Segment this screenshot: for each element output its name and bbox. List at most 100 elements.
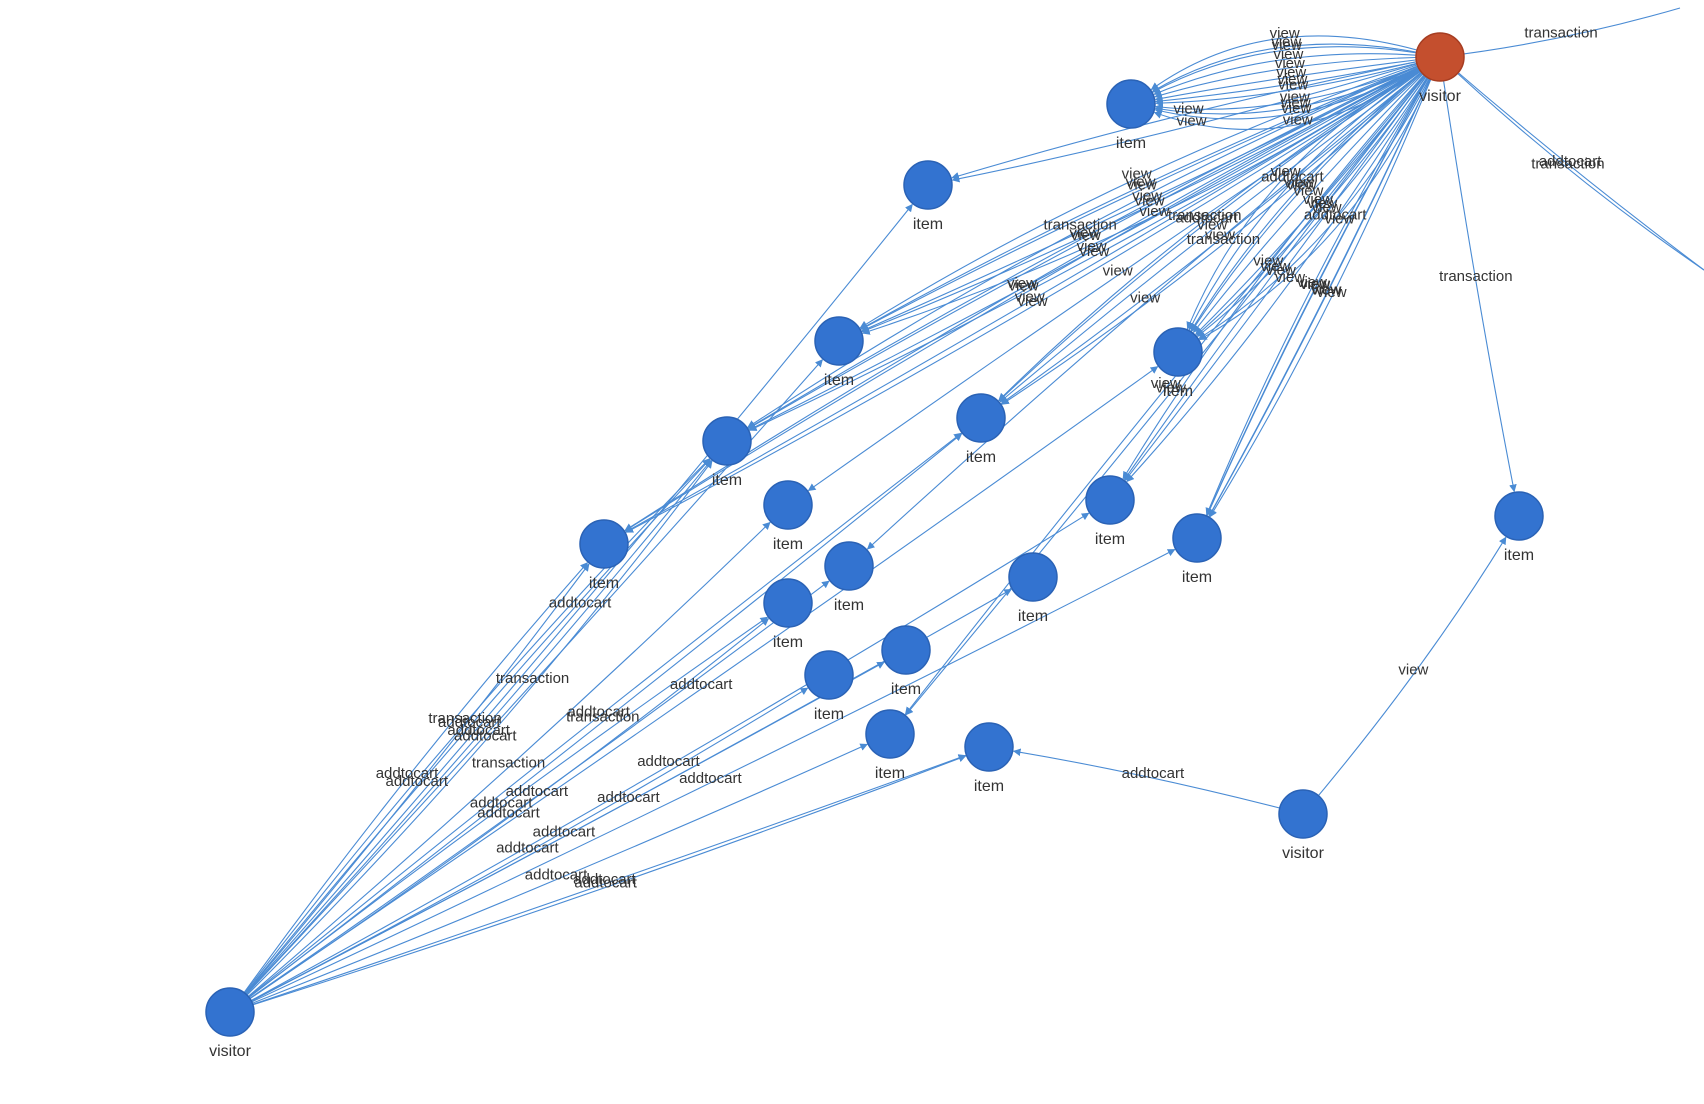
edge-view[interactable] (1124, 56, 1441, 481)
edge-addtocart[interactable] (229, 754, 967, 1013)
edge-view[interactable] (1205, 56, 1441, 516)
edge-addtocart[interactable] (229, 432, 962, 1013)
edge-view[interactable] (1206, 56, 1441, 516)
item-circle[interactable] (903, 160, 953, 210)
edge-view[interactable] (747, 56, 1441, 429)
edge-view[interactable] (905, 56, 1441, 716)
edge-view[interactable] (1150, 35, 1441, 90)
item-node[interactable]: item (1172, 513, 1222, 586)
edge-view[interactable] (1186, 56, 1441, 330)
edge-view[interactable] (625, 56, 1441, 533)
edge-addtocart[interactable] (229, 687, 809, 1013)
item-circle[interactable] (763, 480, 813, 530)
item-circle[interactable] (824, 541, 874, 591)
item-node[interactable]: item (881, 625, 931, 698)
edge-transaction[interactable] (1439, 7, 1681, 58)
edge-addtocart[interactable] (229, 459, 712, 1013)
item-circle[interactable] (956, 393, 1006, 443)
edge-view[interactable] (1302, 536, 1507, 815)
item-circle[interactable] (804, 650, 854, 700)
edge-view[interactable] (625, 56, 1441, 533)
item-circle[interactable] (1008, 552, 1058, 602)
edge-transaction[interactable] (747, 56, 1441, 428)
edge-view[interactable] (1152, 46, 1441, 93)
item-node[interactable]: item (702, 416, 752, 489)
item-node[interactable]: item (1008, 552, 1058, 625)
visitor-node[interactable]: visitor (205, 987, 255, 1060)
item-circle[interactable] (1153, 327, 1203, 377)
edge-view[interactable] (1154, 56, 1441, 99)
item-circle[interactable] (964, 722, 1014, 772)
edge-addtocart[interactable] (229, 548, 1176, 1013)
item-node[interactable]: item (956, 393, 1006, 466)
item-node[interactable]: item (1085, 475, 1135, 548)
item-node[interactable]: item (763, 578, 813, 651)
item-node[interactable]: item (964, 722, 1014, 795)
edge-view[interactable] (860, 56, 1441, 330)
edge-view[interactable] (747, 56, 1441, 429)
item-node[interactable]: item (824, 541, 874, 614)
edge-transaction[interactable] (229, 433, 963, 1013)
item-node[interactable]: item (865, 709, 915, 782)
edge-addtocart[interactable] (229, 754, 967, 1013)
edge-addtocart[interactable] (1188, 56, 1441, 331)
visitor-circle[interactable] (205, 987, 255, 1037)
edge-view[interactable] (1154, 56, 1441, 102)
item-circle[interactable] (763, 578, 813, 628)
item-circle[interactable] (865, 709, 915, 759)
item-circle[interactable] (579, 519, 629, 569)
visitor-circle[interactable] (1415, 32, 1465, 82)
item-circle[interactable] (1494, 491, 1544, 541)
edge-addtocart[interactable] (229, 562, 588, 1013)
edge-view[interactable] (1196, 56, 1441, 337)
edge-view[interactable] (1192, 56, 1441, 333)
item-node[interactable]: item (903, 160, 953, 233)
edge-transaction[interactable] (1001, 56, 1441, 405)
visitor-node[interactable]: visitor (1278, 789, 1328, 862)
item-node[interactable]: item (814, 316, 864, 389)
edge-transaction[interactable] (229, 458, 710, 1013)
item-node[interactable]: item (763, 480, 813, 553)
edge-view[interactable] (1122, 56, 1441, 480)
item-node[interactable]: item (1106, 79, 1156, 152)
edge-view[interactable] (1191, 56, 1441, 332)
edge-view[interactable] (1126, 56, 1441, 483)
edge-view[interactable] (904, 56, 1441, 715)
edge-view[interactable] (1151, 43, 1441, 92)
edge-addtocart[interactable] (1012, 748, 1304, 815)
edge-view[interactable] (859, 56, 1441, 329)
edge-transaction[interactable] (229, 521, 771, 1013)
item-circle[interactable] (1106, 79, 1156, 129)
edge-addtocart[interactable] (229, 563, 590, 1013)
item-circle[interactable] (1085, 475, 1135, 525)
item-node[interactable]: item (1494, 491, 1544, 564)
edge-view[interactable] (1153, 53, 1441, 96)
edge-addtocart[interactable] (229, 460, 713, 1013)
item-circle[interactable] (814, 316, 864, 366)
edge-addtocart[interactable] (229, 366, 1159, 1013)
edge-view[interactable] (1208, 56, 1441, 517)
edge-view[interactable] (951, 56, 1441, 180)
visitor-circle[interactable] (1278, 789, 1328, 839)
edge-view[interactable] (1155, 56, 1441, 107)
edge-view[interactable] (860, 56, 1441, 330)
edge-transaction[interactable] (1439, 56, 1704, 271)
item-node[interactable]: item (1153, 327, 1203, 400)
edge-addtocart[interactable] (229, 580, 830, 1013)
item-circle[interactable] (881, 625, 931, 675)
edge-transaction[interactable] (1439, 56, 1517, 493)
edge-view[interactable] (866, 56, 1441, 550)
edge-addtocart[interactable] (1439, 56, 1704, 271)
edge-addtocart[interactable] (229, 203, 913, 1013)
edge-addtocart[interactable] (229, 458, 711, 1013)
item-node[interactable]: item (804, 650, 854, 723)
edge-view[interactable] (1209, 56, 1441, 518)
edge-addtocart[interactable] (229, 743, 868, 1013)
item-circle[interactable] (1172, 513, 1222, 563)
item-node[interactable]: item (579, 519, 629, 592)
item-circle[interactable] (702, 416, 752, 466)
edge-addtocart[interactable] (229, 512, 1090, 1013)
edge-view[interactable] (951, 56, 1441, 183)
visitor-node[interactable]: visitor (1415, 32, 1465, 105)
